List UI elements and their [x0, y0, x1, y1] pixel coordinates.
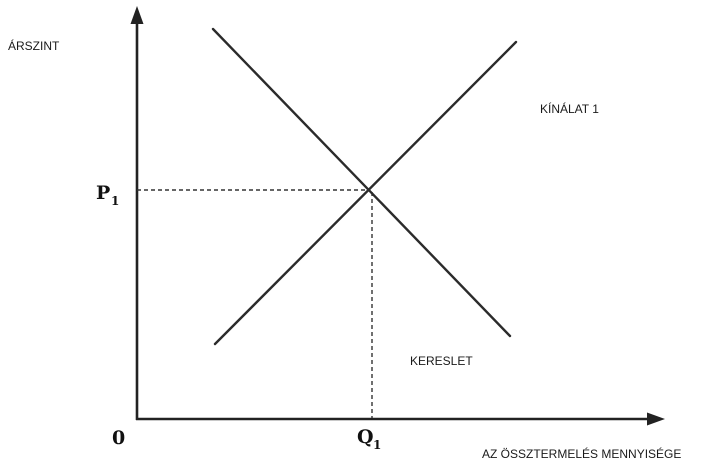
- supply-curve: [213, 40, 518, 346]
- demand-label: KERESLET: [410, 354, 473, 368]
- origin-label: 0: [112, 427, 125, 449]
- x-axis-arrow: [647, 412, 665, 426]
- quantity-subscript: 1: [373, 438, 381, 452]
- equilibrium-price-label: P 1: [96, 182, 119, 208]
- supply-label: KÍNÁLAT 1: [540, 101, 599, 116]
- y-axis-label: ÁRSZINT: [8, 38, 60, 53]
- equilibrium-quantity-label: Q 1: [357, 426, 381, 452]
- price-subscript: 1: [111, 194, 119, 208]
- quantity-letter: Q: [357, 426, 374, 448]
- demand-curve: [211, 27, 512, 338]
- price-letter: P: [96, 182, 110, 204]
- x-axis-label: AZ ÖSSZTERMELÉS MENNYISÉGE: [482, 446, 681, 461]
- y-axis-arrow: [130, 6, 144, 24]
